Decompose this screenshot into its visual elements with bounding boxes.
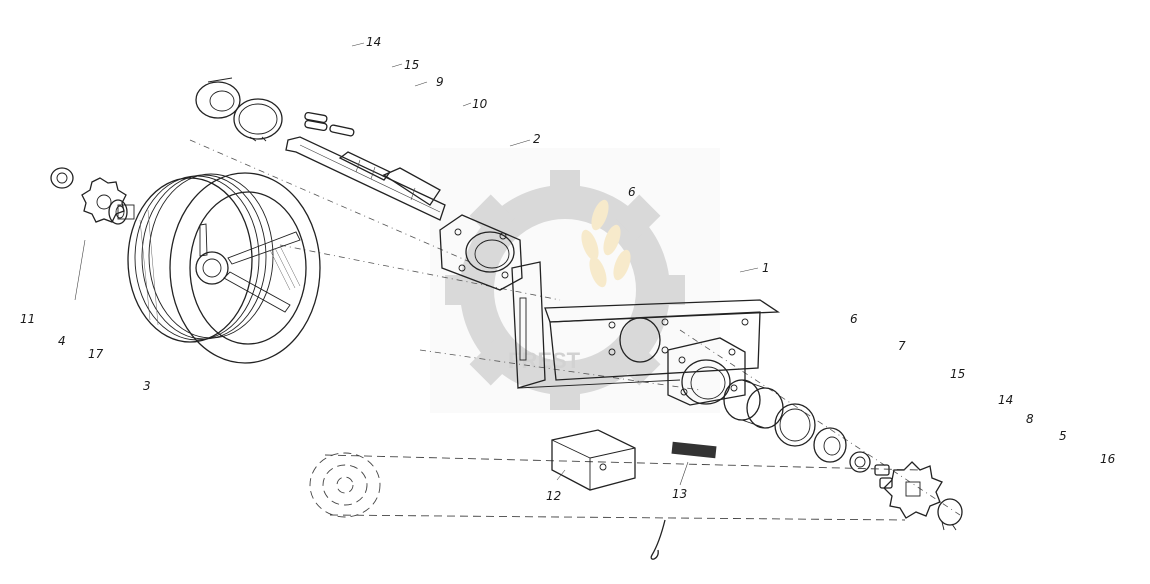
- circlip-16: [937, 498, 963, 531]
- right-axis-line: [679, 329, 961, 516]
- bearing-housing-lower: [667, 337, 746, 406]
- circlip-top: [233, 98, 283, 142]
- frame-bracket-1: [511, 261, 781, 389]
- label-16: 16: [1100, 452, 1116, 466]
- bearing-housing-upper: [439, 214, 523, 291]
- pulley-3: [127, 172, 321, 364]
- label-12: 12: [546, 489, 561, 503]
- label-15-lower: 15: [950, 367, 965, 381]
- drive-sprocket: [883, 461, 943, 519]
- label-8: 8: [1026, 412, 1034, 426]
- lower-axis-line: [419, 349, 701, 391]
- pulley-axis-line: [279, 244, 561, 301]
- bearing-lower: [813, 427, 847, 463]
- leader-lines: [351, 42, 759, 486]
- label-5: 5: [1059, 429, 1067, 443]
- sleeve-7: [723, 379, 784, 429]
- label-11: 11: [20, 312, 35, 326]
- label-2: 2: [533, 132, 541, 146]
- circlip-lower: [774, 403, 816, 447]
- shaft-axis-line: [189, 139, 471, 263]
- label-15-top: 15: [404, 58, 419, 72]
- sprocket-4: [81, 177, 127, 223]
- key-5: [874, 464, 893, 489]
- label-17: 17: [88, 347, 104, 361]
- tensioner-block-12: [551, 429, 636, 491]
- label-10: 10: [472, 97, 488, 111]
- label-9: 9: [436, 75, 444, 89]
- washer-8: [849, 451, 871, 473]
- label-4: 4: [58, 334, 66, 348]
- spacer-17: [108, 199, 135, 225]
- part-labels: 14 15 9 10 2 6 1 11 4 17 3 6 7 15 14 8 5…: [20, 35, 1116, 503]
- bearing-top: [195, 77, 241, 119]
- washer-11: [50, 167, 74, 189]
- key-10: [329, 124, 355, 137]
- chain-hook-icon: [650, 519, 666, 560]
- watermark-wheat-icon: [581, 199, 631, 288]
- label-14-lower: 14: [998, 393, 1013, 407]
- drive-chain-loop: [309, 452, 921, 521]
- chain-link-13: [671, 441, 717, 459]
- label-14-top: 14: [366, 35, 381, 49]
- label-7: 7: [898, 339, 906, 353]
- drive-shaft: [285, 136, 446, 221]
- label-13: 13: [672, 487, 687, 501]
- key-9: [304, 111, 328, 132]
- label-6-upper: 6: [628, 185, 636, 199]
- washer-leader-line: [74, 239, 86, 301]
- label-6-lower: 6: [850, 312, 858, 326]
- label-1: 1: [762, 261, 770, 275]
- label-3: 3: [143, 379, 151, 393]
